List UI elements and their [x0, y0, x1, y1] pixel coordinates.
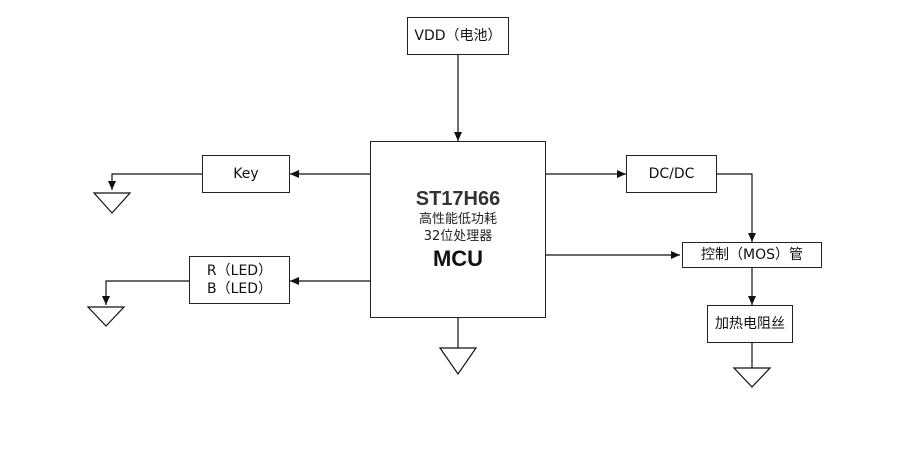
- key-label: Key: [233, 166, 259, 182]
- vdd-label: VDD（电池）: [414, 28, 502, 44]
- key-box: Key: [202, 155, 290, 193]
- mcu-chip-name: ST17H66: [415, 187, 501, 210]
- led-to-ground-arrow: [102, 280, 190, 305]
- led-box: R（LED） B（LED）: [189, 256, 290, 304]
- mcu-box: ST17H66 高性能低功耗 32位处理器 MCU: [370, 141, 546, 318]
- key-to-ground-arrow: [108, 173, 203, 190]
- mcu-label: MCU: [432, 245, 484, 271]
- dcdc-box: DC/DC: [626, 155, 717, 193]
- key-ground-symbol: [92, 192, 132, 214]
- mos-label: 控制（MOS）管: [701, 247, 803, 263]
- heater-box: 加热电阻丝: [707, 305, 793, 343]
- led-ground-symbol: [86, 306, 126, 327]
- mcu-description-line2: 32位处理器: [423, 228, 493, 244]
- mcu-description-line1: 高性能低功耗: [418, 211, 497, 227]
- heater-label: 加热电阻丝: [715, 316, 785, 332]
- dcdc-to-mos-arrow: [717, 173, 756, 242]
- led-label-b: B（LED）: [206, 281, 273, 297]
- dcdc-label: DC/DC: [648, 166, 695, 182]
- led-label-r: R（LED）: [206, 263, 273, 279]
- mos-box: 控制（MOS）管: [682, 242, 822, 268]
- mcu-ground-symbol: [438, 347, 478, 376]
- vdd-box: VDD（电池）: [407, 17, 509, 55]
- heater-ground-symbol: [732, 367, 772, 388]
